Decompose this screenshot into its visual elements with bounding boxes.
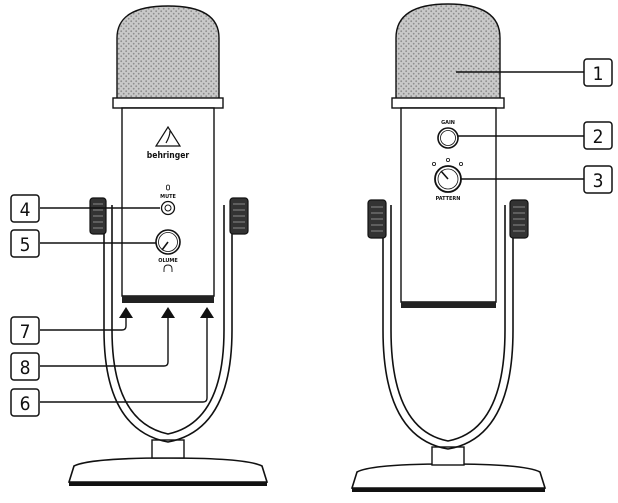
front-bottom-band [122,296,214,303]
back-base [352,447,545,492]
callout-6: 6 [11,389,39,416]
callout-1: 1 [584,59,612,86]
front-base [69,440,267,486]
back-grille [396,4,500,100]
callout-7: 7 [11,317,39,344]
callout-8-number: 8 [20,357,31,379]
front-collar [113,98,223,108]
callout-4: 4 [11,195,39,222]
volume-knob[interactable] [156,230,180,254]
mute-label: MUTE [160,194,176,200]
gain-label: GAIN [441,120,455,126]
mute-button[interactable] [162,202,175,215]
back-bottom-band [401,302,496,308]
callout-4-number: 4 [20,199,31,221]
gain-knob[interactable] [438,128,458,148]
callout-7-number: 7 [20,321,31,343]
brand-text: behringer [147,151,190,161]
front-view-microphone: behringer MUTE OLUME [40,6,267,486]
callout-6-number: 6 [20,393,31,415]
callout-5-number: 5 [20,234,31,256]
volume-label: OLUME [158,258,178,264]
back-collar [392,98,504,108]
front-arrows [119,307,214,318]
front-grille [117,6,219,100]
callout-5: 5 [11,230,39,257]
callout-8: 8 [11,353,39,380]
back-view-microphone: GAIN PATTERN [352,4,584,492]
callout-3-number: 3 [593,170,604,192]
callout-3: 3 [584,166,612,193]
callout-1-number: 1 [593,63,604,85]
pattern-label: PATTERN [436,196,461,202]
callout-2-number: 2 [593,126,604,148]
callout-2: 2 [584,122,612,149]
pattern-knob[interactable] [435,166,461,192]
